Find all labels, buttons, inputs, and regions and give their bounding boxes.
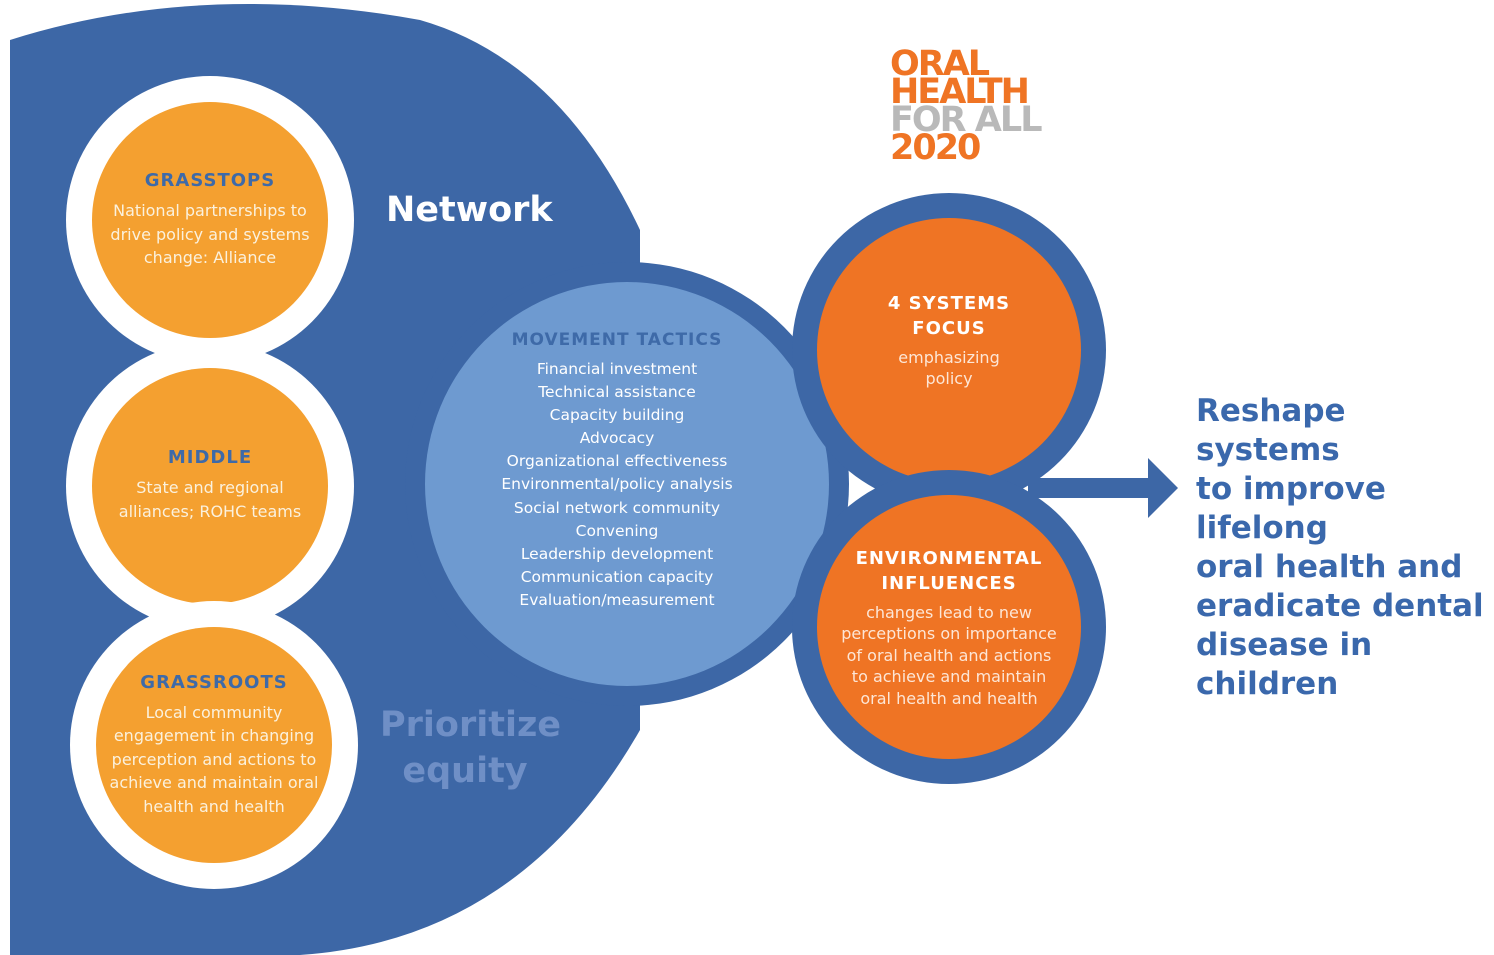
systems-focus-text: 4 SYSTEMS FOCUS emphasizing policy [839, 285, 1059, 395]
oral-health-2020-logo: ORAL HEALTH FOR ALL 2020 [890, 44, 1050, 170]
prioritize-equity-label: Prioritize equity [380, 705, 562, 791]
systems-focus-title: 4 SYSTEMS FOCUS [887, 292, 1011, 339]
tactic-item: Environmental/policy analysis [501, 475, 733, 494]
tactic-item: Convening [575, 521, 659, 540]
grasstops-title: GRASSTOPS [144, 170, 276, 192]
grasstops-body: National partnerships to drive policy an… [110, 201, 310, 268]
tactic-item: Organizational effectiveness [506, 452, 728, 471]
logo-line-for-all: FOR ALL [890, 100, 1043, 140]
middle-circle [92, 368, 328, 604]
grassroots-circle [96, 627, 332, 863]
grasstops-text: GRASSTOPS National partnerships to drive… [100, 145, 320, 295]
outcome-text: Reshape systems to improve lifelong oral… [1196, 393, 1484, 702]
tactic-item: Evaluation/measurement [519, 590, 715, 609]
tactic-item: Financial investment [536, 360, 698, 378]
middle-title: MIDDLE [167, 447, 253, 468]
environmental-text: ENVIRONMENTAL INFLUENCES changes lead to… [829, 545, 1069, 710]
movement-tactics-title: MOVEMENT TACTICS [511, 330, 723, 350]
grassroots-title: GRASSROOTS [140, 671, 288, 693]
middle-body: State and regional alliances; ROHC teams [118, 478, 302, 521]
logo-line-2020: 2020 [890, 128, 981, 168]
arrow-shaft [1028, 478, 1153, 498]
tactic-item: Advocacy [579, 429, 655, 448]
tactic-item: Leadership development [520, 544, 714, 563]
middle-text: MIDDLE State and regional alliances; ROH… [100, 425, 320, 545]
environmental-body: changes lead to new perceptions on impor… [841, 602, 1057, 708]
tactic-item: Social network community [513, 498, 721, 517]
tactic-item: Communication capacity [520, 567, 714, 586]
environmental-title: ENVIRONMENTAL INFLUENCES [855, 547, 1043, 594]
tactic-item: Capacity building [549, 406, 685, 425]
grassroots-body: Local community engagement in changing p… [109, 702, 319, 816]
arrow-head [1148, 458, 1178, 518]
systems-circle [817, 218, 1081, 482]
tactic-item: Technical assistance [538, 383, 696, 402]
tactics-circle [425, 282, 829, 686]
systems-focus-body: emphasizing policy [898, 347, 1000, 389]
logo-line-health: HEALTH [890, 72, 1030, 112]
logo-line-oral: ORAL [890, 44, 990, 84]
environment-circle [817, 495, 1081, 759]
grassroots-text: GRASSROOTS Local community engagement in… [100, 660, 328, 830]
grasstops-circle [92, 102, 328, 338]
network-label: Network [386, 190, 553, 230]
